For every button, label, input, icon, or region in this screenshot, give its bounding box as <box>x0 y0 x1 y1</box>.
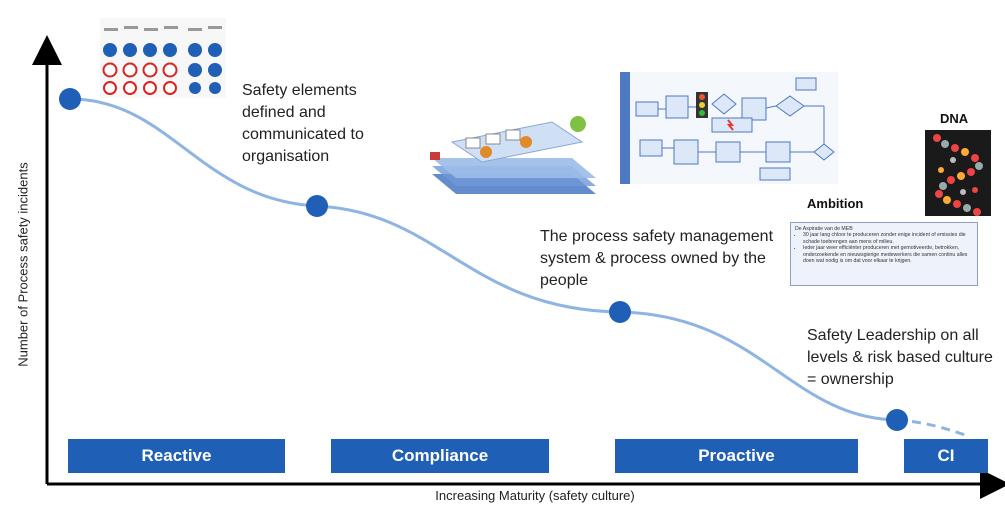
ambition-heading: De Aspiratie van de MEB <box>795 226 853 232</box>
ambition-bullet: Ieder jaar weer efficiënter produceren m… <box>803 245 973 264</box>
phase-ci: CI <box>904 439 988 473</box>
stage-text-1: Safety elements defined and communicated… <box>242 82 364 165</box>
ambition-bullet: 30 jaar lang chloor te produceren zonder… <box>803 232 973 245</box>
ambition-title: Ambition <box>807 196 864 211</box>
management-system-image <box>430 116 596 194</box>
stage-text-2: The process safety management system & p… <box>540 228 774 289</box>
phase-proactive: Proactive <box>615 439 858 473</box>
stage-node-4 <box>886 409 908 431</box>
process-flowchart-image <box>620 72 838 184</box>
mandatory-signs-row <box>103 43 222 57</box>
x-axis-label: Increasing Maturity (safety culture) <box>435 488 635 503</box>
misc-signs-row <box>103 81 221 95</box>
dna-helix <box>933 134 983 216</box>
phase-compliance: Compliance <box>331 439 549 473</box>
y-axis-label: Number of Process safety incidents <box>15 162 31 367</box>
maturity-curve <box>69 97 898 422</box>
stage-node-3 <box>609 301 631 323</box>
safety-signs-image <box>100 18 226 98</box>
stage-text-3: Safety Leadership on all levels & risk b… <box>807 327 993 388</box>
phase-reactive: Reactive <box>68 439 285 473</box>
dna-title: DNA <box>940 111 969 126</box>
stage-node-2 <box>306 195 328 217</box>
prohibition-signs-row <box>102 62 222 78</box>
ambition-box: De Aspiratie van de MEB 30 jaar lang chl… <box>790 222 978 286</box>
stage-node-1 <box>59 88 81 110</box>
dna-image <box>925 130 991 216</box>
